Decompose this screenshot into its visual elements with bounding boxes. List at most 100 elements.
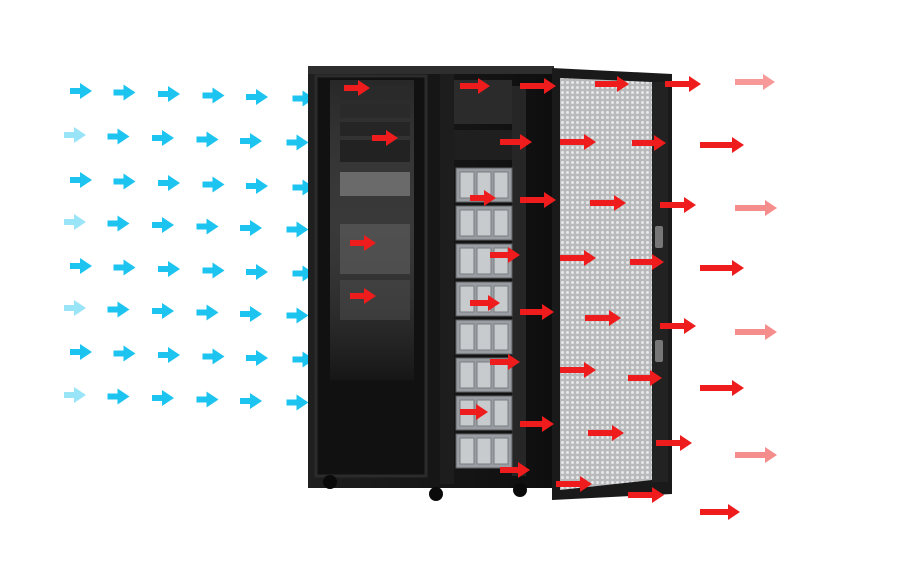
hot-air-arrow-icon (665, 76, 701, 92)
cold-air-arrow-icon (70, 83, 92, 99)
hot-air-arrow-icon (700, 504, 740, 520)
hot-air-arrow-icon (628, 370, 662, 386)
cold-air-arrow-icon (202, 176, 225, 193)
rear-door-open (552, 68, 672, 500)
cold-air-arrow-icon (113, 173, 136, 190)
drive-bay (459, 209, 475, 237)
pdu-strip (512, 86, 526, 476)
cold-air-arrow-icon (286, 307, 309, 324)
hot-air-arrow-icon (490, 247, 520, 263)
cold-air-arrow-icon (202, 87, 225, 104)
door-handle-lower (655, 340, 663, 362)
hot-air-arrow-icon (490, 354, 520, 370)
drive-bay (493, 323, 509, 351)
drive-bay (493, 399, 509, 427)
cold-air-arrow-icon (152, 303, 174, 319)
cold-air-arrow-icon (113, 259, 136, 276)
cold-air-arrow-icon (202, 262, 225, 279)
drive-bay (476, 361, 492, 389)
cold-air-arrow-icon (64, 214, 86, 230)
hot-air-arrow-icon (660, 197, 696, 213)
cold-air-arrow-icon (196, 218, 219, 235)
drive-bay (493, 171, 509, 199)
hot-air-arrows (344, 74, 777, 520)
hot-air-arrow-icon (735, 324, 777, 340)
drive-bay (459, 247, 475, 275)
cold-air-arrow-icon (292, 351, 315, 368)
hot-air-arrow-icon (630, 254, 664, 270)
drive-bay (476, 323, 492, 351)
hot-air-arrow-icon (520, 78, 556, 94)
drive-bay (493, 437, 509, 465)
hot-air-arrow-icon (656, 435, 692, 451)
hot-air-arrow-icon (350, 235, 376, 251)
hot-air-arrow-icon (556, 476, 592, 492)
hot-air-arrow-icon (520, 416, 554, 432)
server-rack (308, 66, 554, 501)
hot-air-arrow-icon (700, 137, 744, 153)
hot-air-arrow-icon (560, 362, 596, 378)
cold-air-arrow-icon (152, 217, 174, 233)
server-stack (455, 167, 513, 469)
cold-air-arrow-icon (107, 301, 130, 318)
cold-air-arrow-icon (158, 347, 180, 363)
cold-air-arrow-icon (152, 130, 174, 146)
cold-air-arrow-icon (196, 131, 219, 148)
cold-air-arrow-icon (70, 172, 92, 188)
drive-bay (493, 209, 509, 237)
rack-post (440, 74, 454, 484)
hot-air-arrow-icon (590, 195, 626, 211)
drive-bay (459, 361, 475, 389)
cold-air-arrow-icon (292, 179, 315, 196)
drive-bay (476, 437, 492, 465)
cold-air-arrow-icon (246, 178, 268, 194)
hot-air-arrow-icon (595, 76, 629, 92)
cold-air-arrow-icon (246, 350, 268, 366)
cold-air-arrows (64, 83, 315, 411)
cold-air-arrow-icon (158, 86, 180, 102)
hot-air-arrow-icon (585, 310, 621, 326)
cold-air-arrow-icon (64, 387, 86, 403)
cold-air-arrow-icon (64, 300, 86, 316)
hot-air-arrow-icon (520, 192, 556, 208)
hot-air-arrow-icon (628, 487, 664, 503)
hot-air-arrow-icon (735, 74, 775, 90)
hot-air-arrow-icon (700, 380, 744, 396)
hot-air-arrow-icon (735, 447, 777, 463)
cold-air-arrow-icon (64, 127, 86, 143)
cold-air-arrow-icon (286, 134, 309, 151)
cold-air-arrow-icon (246, 89, 268, 105)
cold-air-arrow-icon (158, 261, 180, 277)
hot-air-arrow-icon (588, 425, 624, 441)
hot-air-arrow-icon (735, 200, 777, 216)
hot-air-arrow-icon (500, 462, 530, 478)
hot-air-arrow-icon (660, 318, 696, 334)
hot-air-arrow-icon (500, 134, 532, 150)
drive-bay (476, 209, 492, 237)
door-handle-upper (655, 226, 663, 248)
cold-air-arrow-icon (70, 258, 92, 274)
cold-air-arrow-icon (240, 393, 262, 409)
cold-air-arrow-icon (196, 391, 219, 408)
hot-air-arrow-icon (520, 304, 554, 320)
cold-air-arrow-icon (240, 220, 262, 236)
drive-bay (493, 285, 509, 313)
cold-air-arrow-icon (113, 345, 136, 362)
hot-air-arrow-icon (632, 135, 666, 151)
door-mesh (560, 78, 652, 490)
drive-bay (459, 323, 475, 351)
hot-air-arrow-icon (344, 80, 370, 96)
hot-air-arrow-icon (460, 404, 488, 420)
cold-air-arrow-icon (196, 304, 219, 321)
cold-air-arrow-icon (286, 221, 309, 238)
cold-air-arrow-icon (286, 394, 309, 411)
cold-air-arrow-icon (202, 348, 225, 365)
drive-bay (459, 171, 475, 199)
drive-bay (459, 437, 475, 465)
cold-air-arrow-icon (152, 390, 174, 406)
hot-air-arrow-icon (560, 134, 596, 150)
cold-air-arrow-icon (240, 306, 262, 322)
cold-air-arrow-icon (158, 175, 180, 191)
